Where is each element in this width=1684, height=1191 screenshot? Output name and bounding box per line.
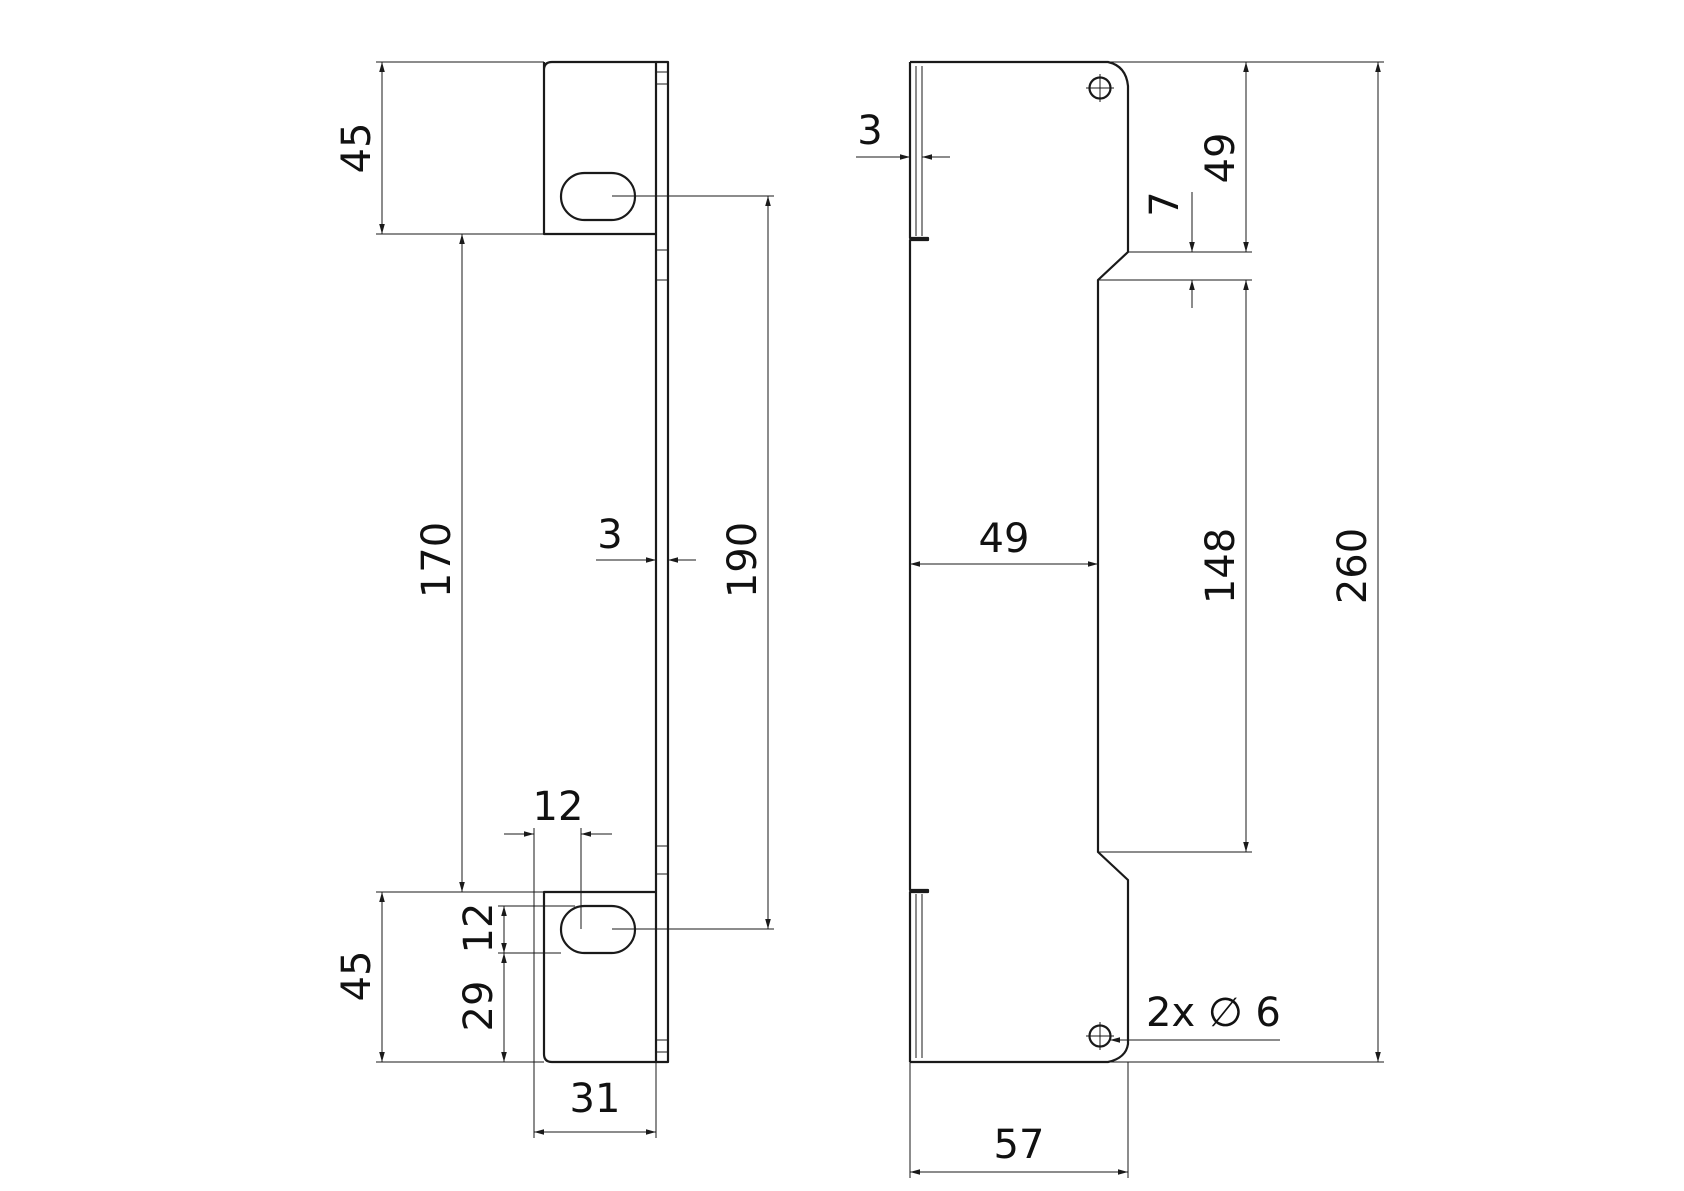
dim-flange-depth: 31 [570, 1076, 621, 1122]
bracket-outline [910, 60, 1130, 1064]
dim-thickness-front: 3 [857, 108, 882, 154]
dim-recess-depth: 49 [979, 516, 1030, 562]
dim-top-section: 49 [1198, 133, 1244, 184]
web-plate [656, 60, 670, 1064]
dim-total-length: 260 [1330, 528, 1376, 604]
dim-recess-length: 148 [1198, 528, 1244, 604]
dim-slot-length: 12 [533, 784, 584, 830]
dim-slot-width: 12 [456, 903, 502, 954]
dim-slot-from-bottom: 29 [456, 981, 502, 1032]
dim-step: 7 [1142, 191, 1188, 216]
front-view: 3 49 7 148 260 49 57 2x ∅ 6 [856, 60, 1384, 1178]
top-flange [542, 60, 658, 236]
left-bent-edge [908, 62, 930, 1062]
dim-thickness-side: 3 [597, 512, 622, 558]
dim-top-height: 45 [334, 123, 380, 174]
hole-callout: 2x ∅ 6 [1146, 990, 1281, 1036]
bottom-flange [542, 890, 658, 1064]
dim-between-flanges: 170 [414, 522, 460, 598]
dim-bottom-height: 45 [334, 951, 380, 1002]
dim-total-width: 57 [994, 1122, 1045, 1168]
dim-slot-centers: 190 [720, 522, 766, 598]
side-view: 45 45 170 190 3 12 12 29 31 [334, 60, 774, 1138]
